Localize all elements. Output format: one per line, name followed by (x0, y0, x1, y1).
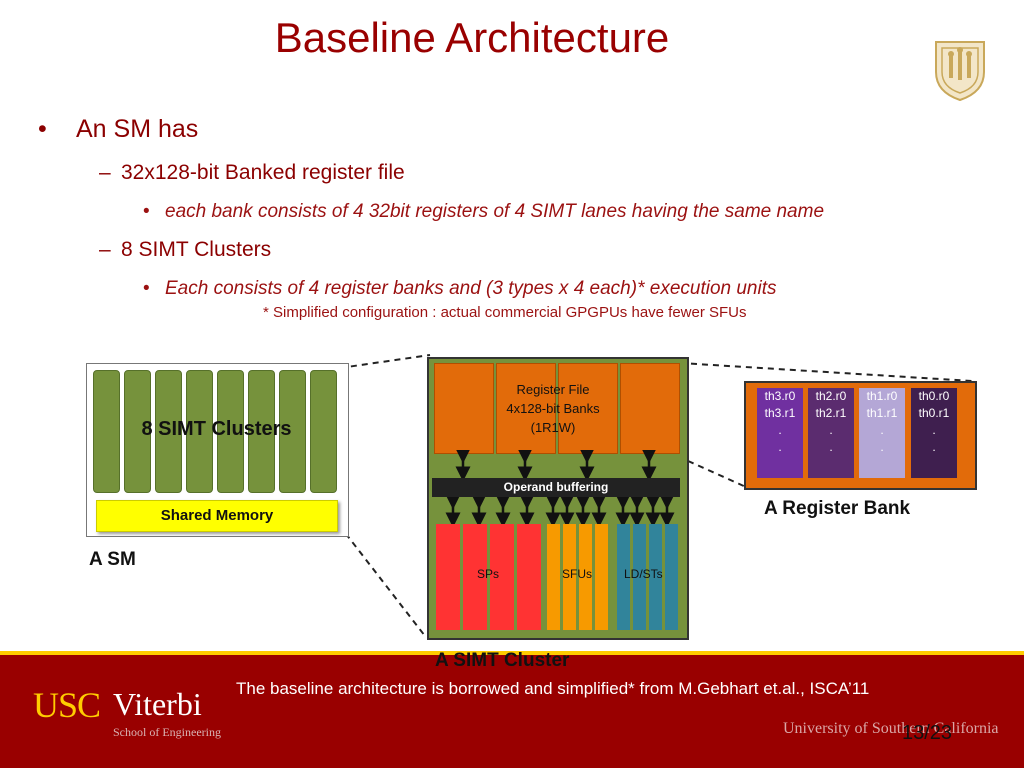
bullet-text-bank: each bank consists of 4 32bit registers … (165, 201, 825, 222)
operand-buffering-label: Operand buffering (503, 480, 609, 494)
sfu-unit (563, 524, 576, 630)
register-bank-block (558, 363, 618, 454)
sm-cluster-column (124, 370, 151, 493)
register-bank-caption: A Register Bank (764, 498, 911, 519)
bullet-dash: – (99, 161, 111, 184)
bullet-text-register-file: 32x128-bit Banked register file (121, 161, 405, 184)
bullet-text-sm-has: An SM has (76, 115, 199, 143)
bank-column-th2: th2.r0 th2.r1 . . (808, 388, 854, 478)
register-dot: . (778, 440, 782, 454)
bullet-l3-bank: • each bank consists of 4 32bit register… (143, 201, 824, 223)
viterbi-logo-text: Viterbi (113, 686, 202, 722)
register-cell: th3.r1 (764, 406, 796, 420)
sm-cluster-column (248, 370, 275, 493)
sfus-label: SFUs (562, 567, 592, 581)
register-cell: th0.r0 (918, 389, 950, 403)
sm-cluster-column (155, 370, 182, 493)
register-cell: th3.r0 (764, 389, 796, 403)
sps-label: SPs (477, 567, 500, 581)
bank-column-th3: th3.r0 th3.r1 . . (757, 388, 803, 478)
register-bank-block (496, 363, 556, 454)
page-number: 13/23 (902, 722, 953, 744)
register-dot: . (880, 440, 884, 454)
register-file-label: Register File 4x128-bit Banks (1R1W) (506, 382, 600, 435)
bullet-l3-cluster: • Each consists of 4 register banks and … (143, 278, 777, 300)
sfu-unit (579, 524, 592, 630)
ldst-unit (633, 524, 646, 630)
sp-unit (490, 524, 514, 630)
sfu-unit (547, 524, 560, 630)
bullet-dot: • (143, 278, 150, 299)
sm-cluster-column (93, 370, 120, 493)
slide-title: Baseline Architecture (274, 14, 670, 61)
ldst-unit (617, 524, 630, 630)
sfu-unit (595, 524, 608, 630)
citation-text: The baseline architecture is borrowed an… (236, 679, 870, 698)
bullet-text-cluster: Each consists of 4 register banks and (3… (165, 278, 777, 299)
bullet-l1: • An SM has (38, 115, 198, 144)
register-dot: . (778, 423, 782, 437)
register-dot: . (829, 440, 833, 454)
simt-cluster-caption: A SIMT Cluster (435, 650, 570, 671)
register-bank-block (434, 363, 494, 454)
register-cell: th1.r1 (866, 406, 898, 420)
sm-cluster-column (279, 370, 306, 493)
register-bank-block (620, 363, 680, 454)
ldst-unit (649, 524, 662, 630)
sp-unit (517, 524, 541, 630)
bullet-dot: • (143, 201, 150, 222)
register-cell: th0.r1 (918, 406, 950, 420)
operand-buffering-bar: Operand buffering (432, 478, 680, 497)
usc-logo-text: USC (33, 685, 101, 725)
sp-unit (463, 524, 487, 630)
bullet-dot: • (38, 115, 47, 143)
register-dot: . (880, 423, 884, 437)
register-cell: th2.r0 (815, 389, 847, 403)
sm-clusters-label: 8 SIMT Clusters (141, 418, 292, 440)
bullet-l2-register-file: – 32x128-bit Banked register file (99, 161, 405, 185)
university-name: University of Southern California (783, 720, 999, 737)
sm-cluster-column (310, 370, 337, 493)
bank-column-th1: th1.r0 th1.r1 . . (859, 388, 905, 478)
usc-seal-icon (935, 41, 985, 102)
ldst-unit (665, 524, 678, 630)
register-dot: . (932, 423, 936, 437)
register-dot: . (829, 423, 833, 437)
footer-bar (0, 655, 1024, 768)
sm-cluster-column (186, 370, 213, 493)
bank-column-th0: th0.r0 th0.r1 . . (911, 388, 957, 478)
bullet-text-clusters: 8 SIMT Clusters (121, 238, 272, 261)
register-cell: th1.r0 (866, 389, 898, 403)
sp-unit (436, 524, 460, 630)
sm-cluster-column (217, 370, 244, 493)
shared-memory-block: Shared Memory (96, 500, 338, 532)
bullet-l2-clusters: – 8 SIMT Clusters (99, 238, 271, 262)
bullet-dash: – (99, 238, 111, 261)
footnote: * Simplified configuration : actual comm… (263, 304, 747, 321)
footer-gold-rule (0, 651, 1024, 655)
school-of-engineering-text: School of Engineering (113, 725, 221, 739)
shared-memory-label: Shared Memory (160, 507, 274, 524)
sm-caption: A SM (89, 549, 136, 570)
register-cell: th2.r1 (815, 406, 847, 420)
ldsts-label: LD/STs (624, 567, 663, 581)
dataflow-arrows (445, 450, 675, 528)
register-dot: . (932, 440, 936, 454)
